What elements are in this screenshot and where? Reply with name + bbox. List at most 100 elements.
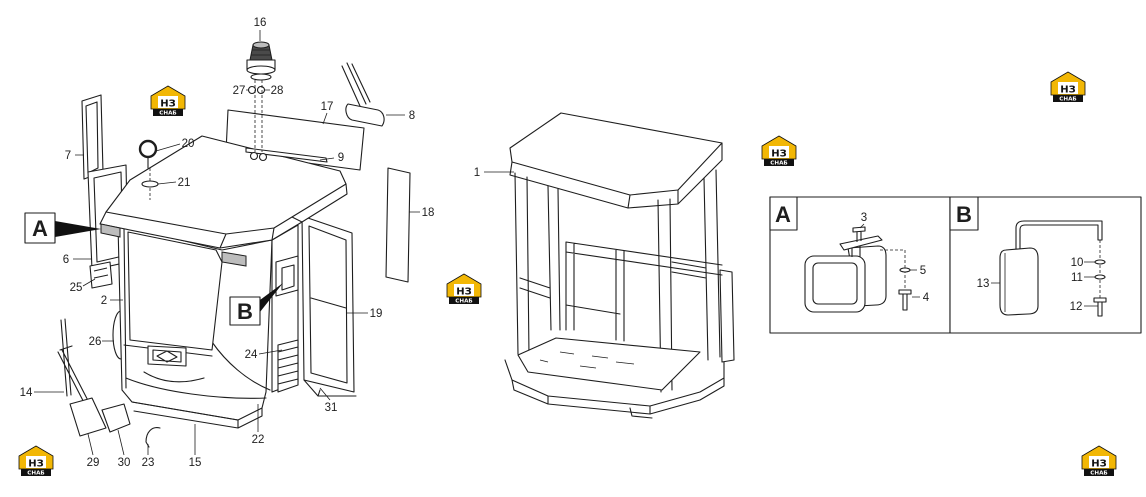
beacon-cap [252,41,270,49]
view-b-arrow-icon [260,283,283,312]
washer-11 [1094,274,1106,280]
logo-bar [153,109,183,116]
callout-16: 16 [254,17,267,29]
wiper-arm-8 [341,62,371,107]
callout-12: 12 [1070,301,1083,313]
seal-strip-9 [245,147,328,163]
watermark-logo: НЗ СНАБ [150,85,186,117]
door-19 [301,215,355,393]
washer-21 [141,180,159,188]
callout-5: 5 [920,265,926,277]
frame-roof [509,112,723,196]
watermark-logo: НЗ СНАБ [1081,445,1117,477]
steps-24 [277,339,299,393]
roof-hole-left [249,151,259,161]
mirror-rod-14 [57,318,100,425]
mirror-bracket-b [275,255,299,297]
view-marker-a: A [32,216,48,241]
callout-17: 17 [321,101,334,113]
beacon-ridges [251,49,271,56]
logo-bar [21,469,51,476]
nut-27 [247,85,257,95]
beacon-mount-axis [254,80,263,152]
cab-roof-edges [105,183,347,249]
work-light-right [221,251,247,267]
mirror-29 [69,397,107,437]
door-hinge-31 [303,379,357,397]
callout-29: 29 [87,457,100,469]
callout-10: 10 [1071,257,1084,269]
logo-panel [454,284,474,296]
view-marker-a-box [24,212,56,244]
logo-panel [26,456,46,468]
callout-20: 20 [182,138,195,150]
callout-23: 23 [142,457,155,469]
logo-panel [1058,82,1078,94]
detail-b-title-box [949,196,979,231]
logo-mark: НЗ [771,149,786,160]
logo-text: СНАБ [770,161,787,167]
callout-3: 3 [861,212,867,224]
callout-18: 18 [422,207,435,219]
cab-side-frame [271,224,299,393]
roof-hole-right [258,152,268,162]
logo-bar [1084,469,1114,476]
front-grille [147,345,187,367]
logo-text: СНАБ [1059,97,1076,103]
logo-panel [158,96,178,108]
view-a-arrow-icon [55,221,101,237]
logo-bar [1053,95,1083,102]
work-lamp-lens [812,262,858,305]
mirror-13 [999,247,1039,316]
callout-1: 1 [474,167,480,179]
beacon-gasket [250,73,272,81]
watermark-logo: НЗ СНАБ [1050,71,1086,103]
frame-roof-rim [509,142,723,209]
callout-27: 27 [233,85,246,97]
callout-25: 25 [70,282,83,294]
bolt-4 [898,289,912,311]
detail-a-title: A [775,202,791,227]
view-marker-b: B [237,299,253,324]
cable-23 [145,427,161,448]
callout-30: 30 [118,457,131,469]
callout-28: 28 [271,85,284,97]
logo-mark: НЗ [28,459,43,470]
lamp-bracket [839,235,883,257]
callout-31: 31 [325,402,338,414]
floor-details [539,351,635,369]
callout-24: 24 [245,349,258,361]
detail-b-frame [949,196,1142,334]
logo-text: СНАБ [159,111,176,117]
callout-9: 9 [338,152,344,164]
logo-panel [1089,456,1109,468]
cab-floor [517,337,701,391]
callout-4: 4 [923,292,930,304]
callout-6: 6 [63,254,69,266]
logo-bar [449,297,479,304]
fender-panel [719,269,735,363]
watermark-logo: НЗ СНАБ [18,445,54,477]
logo-panel [769,146,789,158]
door-window [308,225,348,384]
electrical-box-25 [89,261,113,289]
logo-text: СНАБ [455,299,472,305]
callout-26: 26 [89,336,102,348]
side-glass-7 [81,94,104,180]
view-marker-b-box [229,296,261,326]
callout-19: 19 [370,308,383,320]
detail-b-title: B [956,202,972,227]
callout-21: 21 [178,177,191,189]
frame-posts [514,169,721,393]
callout-15: 15 [189,457,202,469]
detail-a-panel: A [769,196,951,334]
watermark-logo: НЗ СНАБ [761,135,797,167]
logo-mark: НЗ [456,287,471,298]
logo-mark: НЗ [1091,459,1106,470]
detail-b-panel: B [949,196,1142,334]
lamp-mount-axis [880,249,906,290]
wiper-blade-8 [345,103,385,127]
callout-11: 11 [1071,272,1083,284]
callout-2: 2 [101,295,107,307]
